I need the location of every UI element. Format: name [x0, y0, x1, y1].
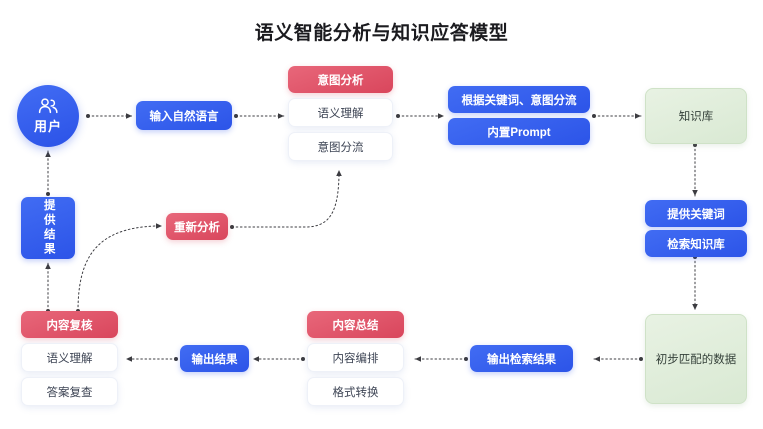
node-intent-routing[interactable]: 意图分流: [288, 132, 393, 161]
connector-matched-to-outputsearch: [593, 356, 643, 362]
connector-review-to-provide: [45, 262, 51, 313]
group-content-summary-header[interactable]: 内容总结: [307, 311, 404, 338]
node-provide-keywords[interactable]: 提供关键词: [645, 200, 747, 227]
connector-input-to-intent: [234, 113, 285, 119]
connector-summary-to-output: [252, 356, 305, 362]
users-icon: [37, 97, 59, 115]
node-keyword-intent-routing[interactable]: 根据关键词、意图分流: [448, 86, 590, 113]
node-knowledge-base[interactable]: 知识库: [645, 88, 747, 144]
connector-output-to-review: [125, 356, 178, 362]
node-search-knowledge-base[interactable]: 检索知识库: [645, 230, 747, 257]
connector-review-to-reanalyze: [76, 223, 162, 313]
node-content-arrangement[interactable]: 内容编排: [307, 343, 404, 372]
group-content-review: 内容复核 语义理解 答案复查: [21, 311, 118, 411]
node-provide-result[interactable]: 提供结果: [21, 197, 75, 259]
group-intent-analysis-header[interactable]: 意图分析: [288, 66, 393, 93]
node-review-semantic-understanding[interactable]: 语义理解: [21, 343, 118, 372]
connector-search-to-matched: [692, 255, 698, 311]
node-reanalyze[interactable]: 重新分析: [166, 213, 228, 240]
node-matched-data[interactable]: 初步匹配的数据: [645, 314, 747, 404]
connector-kb-to-keywords: [692, 143, 698, 197]
group-intent-analysis: 意图分析 语义理解 意图分流: [288, 66, 393, 166]
group-content-review-header[interactable]: 内容复核: [21, 311, 118, 338]
node-output-result[interactable]: 输出结果: [180, 345, 249, 372]
node-user[interactable]: 用户: [17, 85, 79, 147]
connector-provide-to-user: [45, 150, 51, 196]
node-builtin-prompt[interactable]: 内置Prompt: [448, 118, 590, 145]
node-output-search-result[interactable]: 输出检索结果: [470, 345, 573, 372]
connector-outputsearch-to-summary: [414, 356, 468, 362]
node-input-natural-language[interactable]: 输入自然语言: [136, 101, 232, 130]
node-format-conversion[interactable]: 格式转换: [307, 377, 404, 406]
connector-reanalyze-to-intentsplit: [230, 170, 342, 229]
connector-intent-to-routing: [396, 113, 445, 119]
node-semantic-understanding[interactable]: 语义理解: [288, 98, 393, 127]
page-title: 语义智能分析与知识应答模型: [254, 23, 509, 44]
node-user-label: 用户: [33, 118, 62, 134]
connector-routing-to-kb: [592, 113, 642, 119]
connector-user-to-input: [86, 113, 133, 119]
node-answer-recheck[interactable]: 答案复查: [21, 377, 118, 406]
group-content-summary: 内容总结 内容编排 格式转换: [307, 311, 404, 411]
